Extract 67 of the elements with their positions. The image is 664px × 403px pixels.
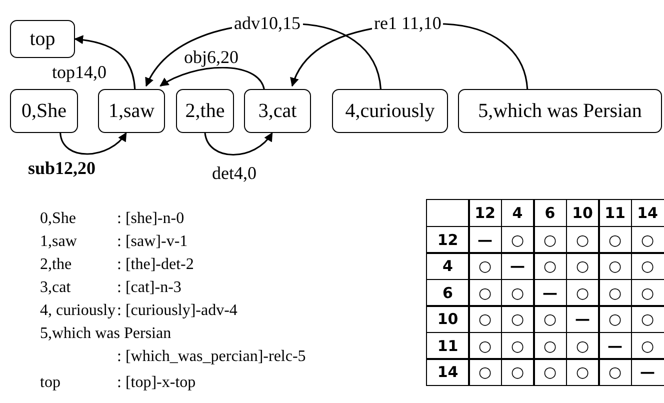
table-cell: ○ <box>533 305 567 333</box>
table-cell: — <box>566 305 600 333</box>
table-cell: ○ <box>500 358 534 386</box>
dependency-arrow <box>60 132 127 155</box>
feature-label: : [she]-n-0 <box>117 209 184 229</box>
table-cell: ○ <box>500 226 534 254</box>
header-cell: 10 <box>566 199 600 227</box>
table-cell: — <box>533 278 567 306</box>
header-cell: 11 <box>598 199 632 227</box>
table-cell: ○ <box>468 278 502 306</box>
table-cell: ○ <box>468 305 502 333</box>
header-cell: 12 <box>468 199 502 227</box>
table-cell: ○ <box>500 278 534 306</box>
token-label: top <box>40 373 60 393</box>
table-cell: ○ <box>533 358 567 386</box>
table-cell: ○ <box>468 332 502 360</box>
header-cell: 11 <box>426 332 470 360</box>
feature-label: : [saw]-v-1 <box>117 232 188 252</box>
word-box: 1,saw <box>98 89 165 133</box>
table-cell: ○ <box>566 226 600 254</box>
header-cell: 4 <box>426 252 470 280</box>
table-cell: — <box>500 252 534 280</box>
token-label: 3,cat <box>40 278 71 298</box>
table-cell: ○ <box>566 332 600 360</box>
word-box: 5,which was Persian <box>458 89 662 133</box>
word-box: 2,the <box>176 89 234 133</box>
table-cell: ○ <box>598 226 632 254</box>
header-cell: 14 <box>426 358 470 386</box>
table-cell: ○ <box>533 332 567 360</box>
table-cell: ○ <box>598 305 632 333</box>
table-cell: — <box>630 358 664 386</box>
word-box: top <box>10 20 75 58</box>
word-box: 0,She <box>10 89 78 133</box>
table-cell: ○ <box>468 358 502 386</box>
dependency-arrow <box>160 66 265 90</box>
token-label: 0,She <box>40 209 76 229</box>
header-cell: 4 <box>500 199 534 227</box>
feature-label: : [which_was_percian]-relc-5 <box>117 347 306 367</box>
word-box: 4,curiously <box>332 89 448 133</box>
header-cell: 10 <box>426 305 470 333</box>
token-label: 4, curiously <box>40 301 116 321</box>
word-box: 3,cat <box>244 89 311 133</box>
header-cell: 12 <box>426 226 470 254</box>
table-cell: ○ <box>598 358 632 386</box>
table-cell: ○ <box>468 252 502 280</box>
dependency-arrow <box>74 35 136 90</box>
table-cell: ○ <box>500 332 534 360</box>
feature-label: : [cat]-n-3 <box>117 278 182 298</box>
table-cell: ○ <box>598 252 632 280</box>
feature-label: : [top]-x-top <box>117 373 196 393</box>
header-cell: 6 <box>533 199 567 227</box>
table-cell: — <box>468 226 502 254</box>
dependency-arrow <box>204 132 273 156</box>
table-cell: ○ <box>598 278 632 306</box>
table-cell: ○ <box>566 252 600 280</box>
table-cell: ○ <box>500 305 534 333</box>
token-label: 1,saw <box>40 232 77 252</box>
token-label: 5,which was Persian <box>40 324 172 344</box>
header-cell: 6 <box>426 278 470 306</box>
feature-label: : [the]-det-2 <box>117 255 194 275</box>
table-cell: ○ <box>533 226 567 254</box>
feature-label: : [curiously]-adv-4 <box>117 301 238 321</box>
table-cell: — <box>598 332 632 360</box>
table-cell: ○ <box>566 278 600 306</box>
token-label: 2,the <box>40 255 72 275</box>
table-cell: ○ <box>533 252 567 280</box>
table-cell: ○ <box>566 358 600 386</box>
